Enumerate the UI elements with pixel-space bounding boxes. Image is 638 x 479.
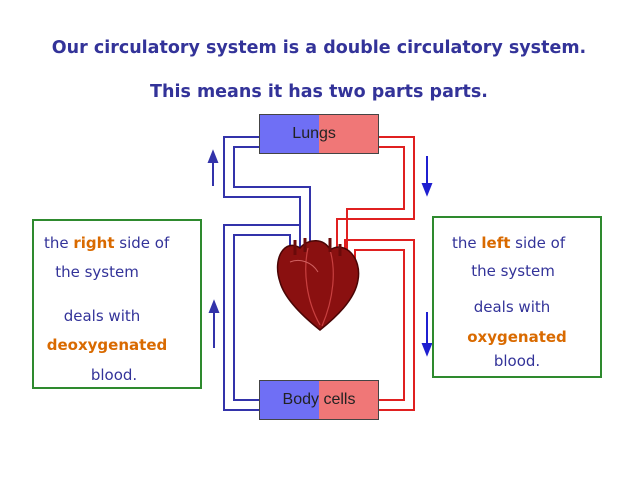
blue-pipe-bottom-outer <box>223 224 301 411</box>
red-pipe-bottom-outer <box>344 239 415 411</box>
text-the: the <box>452 234 482 252</box>
arrow-up-icon <box>208 299 220 348</box>
body-cells-box: Body cells <box>259 380 379 420</box>
text-blood: blood. <box>493 352 541 370</box>
deoxygenated-pipes <box>223 136 311 411</box>
text-the-system: the system <box>55 263 139 281</box>
text-oxygenated: oxygenated <box>467 328 567 346</box>
arrow-up-icon <box>207 149 219 186</box>
blue-pipe-top-outer <box>223 136 301 250</box>
text-deals-with: deals with <box>63 307 141 325</box>
arrow-down-icon <box>421 312 433 357</box>
blue-pipe-top-inner <box>233 146 311 250</box>
red-pipe-bottom-inner <box>354 249 405 401</box>
side-word-right: right <box>73 234 115 252</box>
text-deoxygenated: deoxygenated <box>46 336 168 354</box>
lungs-box: Lun gs <box>259 114 379 154</box>
red-pipe-top-inner <box>346 146 405 255</box>
arrow-down-icon <box>421 156 433 197</box>
lungs-label-part2: gs <box>319 125 336 142</box>
oxygenated-pipes <box>336 136 415 411</box>
text-deals-with: deals with <box>473 298 551 316</box>
title-line-2: This means it has two parts parts. <box>150 82 488 102</box>
body-label-part2: cells <box>319 391 356 408</box>
left-side-info-box: the left side of the system deals with o… <box>432 216 602 378</box>
body-label-part1: Body <box>282 391 319 408</box>
right-side-info-box: the right side of the system deals with … <box>32 219 202 389</box>
text-side-of: side of <box>510 234 566 252</box>
text-side-of: side of <box>114 234 170 252</box>
text-blood: blood. <box>90 366 138 384</box>
text-the-system: the system <box>471 262 555 280</box>
lungs-label-part1: Lun <box>292 125 319 142</box>
heart-icon <box>276 238 360 331</box>
side-word-left: left <box>481 234 511 252</box>
title-line-1: Our circulatory system is a double circu… <box>51 38 587 58</box>
red-pipe-top-outer <box>336 136 415 255</box>
blue-pipe-bottom-inner <box>233 234 291 401</box>
text-the: the <box>44 234 74 252</box>
